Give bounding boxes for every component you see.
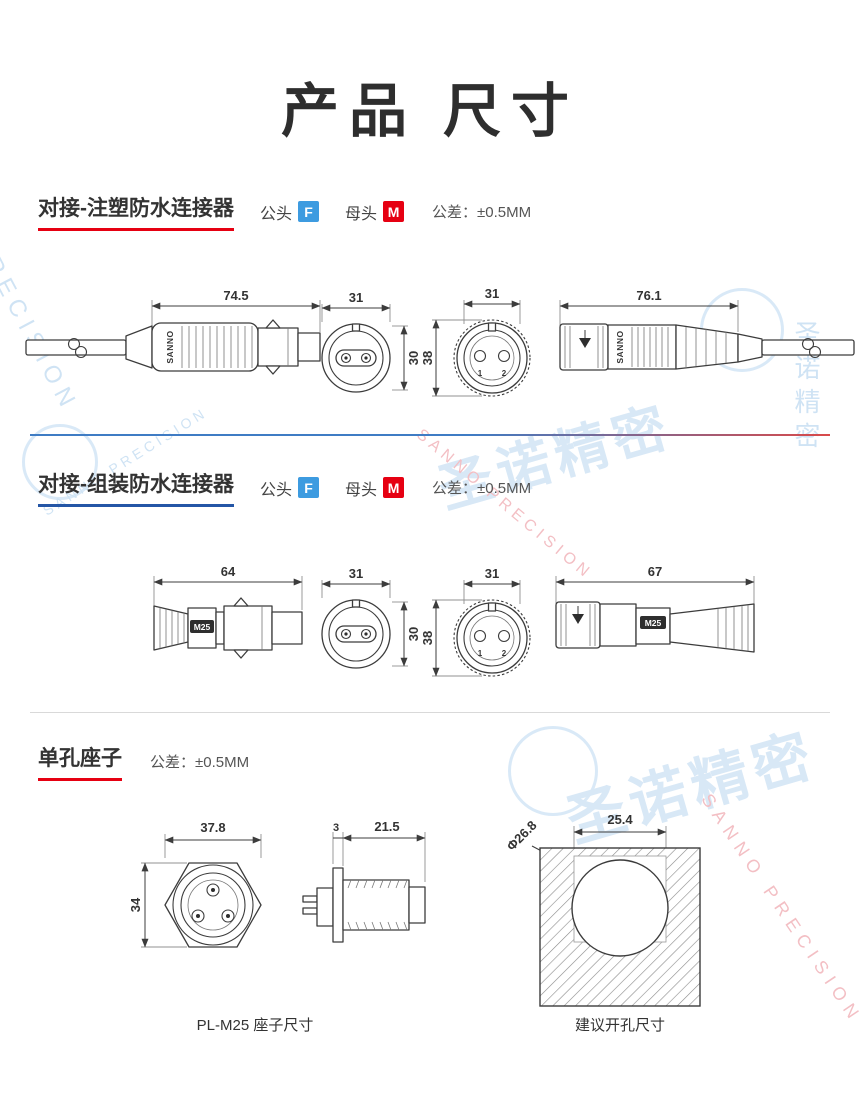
- divider-2: [30, 712, 830, 713]
- divider-1: [30, 434, 830, 436]
- section2-header: 对接-组装防水连接器 公头 F 母头 M 公差：±0.5MM: [38, 468, 531, 507]
- drawing-socket-side: 3 21.5: [295, 804, 460, 989]
- dimension-25-4: 25.4: [573, 812, 667, 854]
- dimension-label: 31: [349, 290, 363, 305]
- tolerance-label: 公差：±0.5MM: [150, 754, 250, 771]
- dimension-label: 74.5: [223, 288, 248, 303]
- dimension-label: 31: [349, 566, 363, 581]
- connector-body: M25: [599, 603, 671, 647]
- caption-socket-size: PL-M25 座子尺寸: [196, 1017, 314, 1034]
- drawing-panel-cutout: 25.4 Φ26.8: [492, 806, 737, 1016]
- male-label: 公头: [260, 205, 293, 223]
- dimension-74-5: 74.5: [151, 288, 321, 332]
- dimension-21-5: 21.5: [342, 819, 426, 882]
- brand-mark: SANNO: [165, 330, 175, 363]
- cable: [761, 337, 855, 359]
- dimension-76-1: 76.1: [559, 288, 739, 332]
- dimension-67: 67: [555, 564, 755, 608]
- drawing-s2-female-side: 67 M25: [548, 550, 763, 700]
- female-label: 母头: [345, 481, 378, 499]
- backshell: [669, 603, 755, 653]
- section2-title: 对接-组装防水连接器: [38, 468, 234, 507]
- dimension-37-8: 37.8: [164, 820, 262, 858]
- watermark-logo: [508, 726, 598, 816]
- dimension-31: 31: [321, 290, 391, 322]
- drawing-s1-male-side: 74.5 SANNO: [24, 276, 324, 416]
- dimension-label: Φ26.8: [504, 818, 540, 854]
- drawing-s2-male-side: 64 M25: [148, 550, 313, 700]
- dimension-30: 30: [392, 601, 421, 667]
- dimension-label: 30: [406, 627, 421, 641]
- dimension-label: 38: [420, 631, 435, 645]
- drawing-s1-male-front: 31 30: [296, 270, 422, 416]
- dimension-label: 25.4: [607, 812, 633, 827]
- pin-label: 1: [478, 649, 483, 658]
- drawing-s1-female-front: 31 1 2 38: [420, 266, 560, 416]
- dimension-label: 38: [420, 351, 435, 365]
- dimension-3: 3: [332, 822, 344, 866]
- pin-label: 1: [478, 369, 483, 378]
- badge-f: F: [298, 201, 320, 222]
- drawing-s2-female-front: 31 1 2 38: [420, 546, 560, 696]
- caption-hole-size: 建议开孔尺寸: [574, 1017, 665, 1034]
- dimension-label: 37.8: [200, 820, 225, 835]
- thread-label: M25: [645, 618, 662, 628]
- pin-label: 2: [502, 649, 507, 658]
- drawing-s2-male-front: 31 30: [296, 546, 422, 692]
- dimension-label: 64: [221, 564, 236, 579]
- front-face: [321, 323, 391, 393]
- dimension-38: 38: [420, 319, 482, 397]
- section1-title: 对接-注塑防水连接器: [38, 192, 234, 231]
- badge-m: M: [383, 201, 405, 222]
- front-face: 1 2: [453, 599, 531, 677]
- brand-mark: SANNO: [615, 330, 625, 363]
- dimension-label: 34: [128, 897, 143, 912]
- lock-arrow-icon: [572, 606, 584, 624]
- coupling-ring: [559, 323, 609, 371]
- front-face: 1 2: [453, 319, 531, 397]
- female-label: 母头: [345, 205, 378, 223]
- section1-header: 对接-注塑防水连接器 公头 F 母头 M 公差：±0.5MM: [38, 192, 531, 231]
- dimension-label: 21.5: [374, 819, 399, 834]
- badge-m: M: [383, 477, 405, 498]
- panel: [539, 847, 701, 1007]
- backshell: [153, 605, 189, 651]
- dimension-31: 31: [321, 566, 391, 598]
- thread-label: M25: [194, 622, 211, 632]
- dimension-31: 31: [463, 566, 521, 604]
- connector-body: SANNO: [607, 324, 763, 370]
- drawing-socket-front: 37.8 34: [125, 800, 300, 985]
- watermark-logo: [22, 424, 98, 500]
- dimension-label: 67: [648, 564, 662, 579]
- dimension-label: 76.1: [636, 288, 661, 303]
- dimension-31: 31: [463, 286, 521, 324]
- dimension-label: 31: [485, 286, 499, 301]
- section3-title: 单孔座子: [38, 742, 122, 781]
- dimension-38: 38: [420, 599, 482, 677]
- dimension-64: 64: [153, 564, 303, 610]
- dimension-30: 30: [392, 325, 421, 391]
- socket-profile: [302, 867, 426, 943]
- male-label: 公头: [260, 481, 293, 499]
- coupling-ring: [555, 601, 601, 649]
- dimension-34: 34: [128, 862, 187, 948]
- socket-face: [164, 862, 262, 948]
- connector-body: M25: [187, 597, 303, 659]
- tolerance-label: 公差：±0.5MM: [432, 204, 532, 221]
- tolerance-label: 公差：±0.5MM: [432, 480, 532, 497]
- drawing-s1-female-side: 76.1 SANNO: [556, 276, 856, 416]
- front-face: [321, 599, 391, 669]
- page-title: 产品 尺寸: [280, 79, 580, 144]
- connector-body: SANNO: [125, 319, 321, 375]
- pin-label: 2: [502, 369, 507, 378]
- dimension-label: 31: [485, 566, 499, 581]
- section3-header: 单孔座子 公差：±0.5MM: [38, 742, 249, 781]
- dimension-label: 30: [406, 351, 421, 365]
- lock-arrow-icon: [579, 330, 591, 348]
- cable: [25, 337, 127, 359]
- badge-f: F: [298, 477, 320, 498]
- dimension-label: 3: [333, 822, 339, 834]
